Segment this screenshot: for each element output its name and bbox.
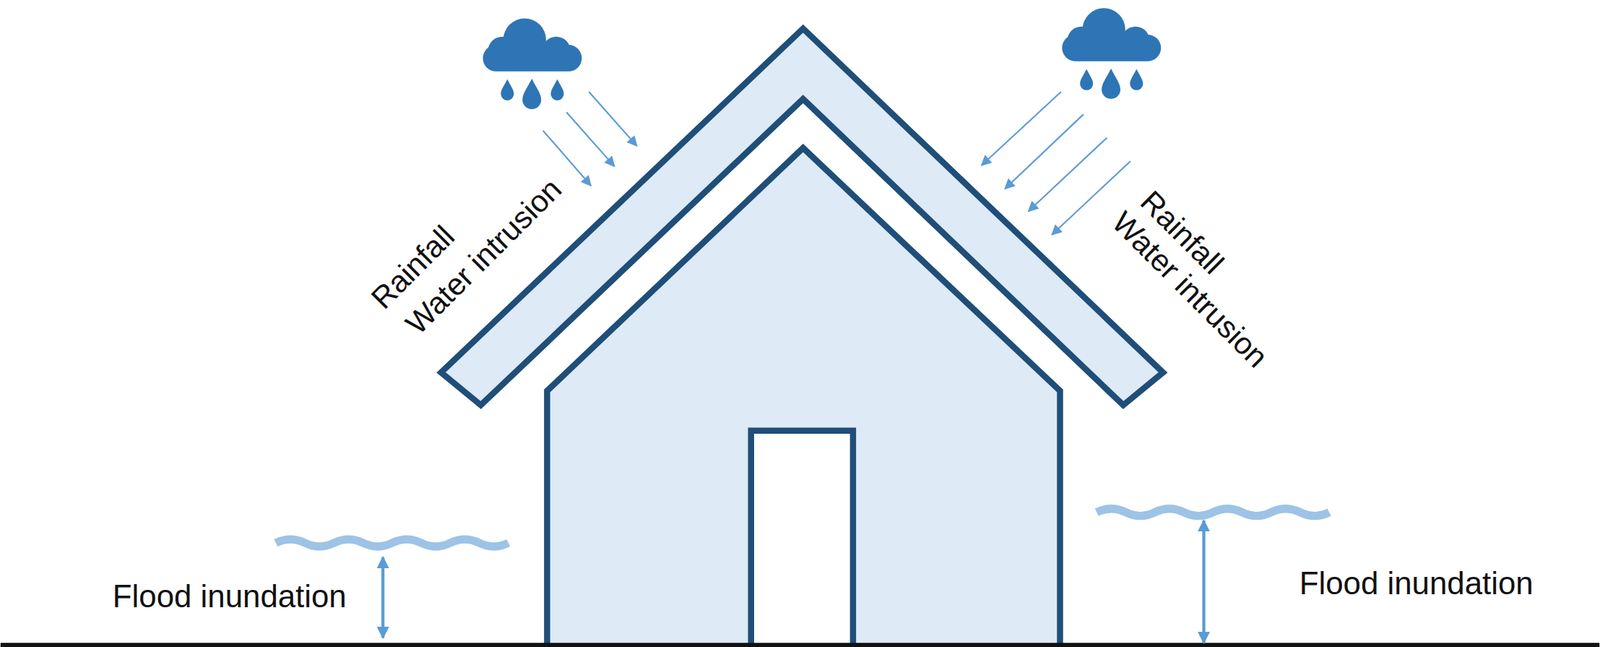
- rain-drops: [1079, 68, 1143, 99]
- flood-inundation-label: Flood inundation: [1299, 567, 1534, 599]
- door: [751, 430, 854, 645]
- rain-drops: [500, 78, 564, 110]
- flood-water-wave: [1096, 508, 1330, 516]
- rain-cloud: [482, 18, 582, 71]
- ground-line: [0, 642, 1600, 647]
- roof: [441, 28, 1163, 406]
- flood-water-wave: [275, 538, 509, 547]
- flood-depth-arrow: [1201, 520, 1205, 643]
- rain-arrows: [543, 91, 638, 186]
- rain-arrows: [981, 91, 1131, 235]
- flood-depth-arrow: [381, 556, 385, 638]
- flood-inundation-label: Flood inundation: [112, 580, 347, 612]
- rain-cloud: [1061, 7, 1161, 61]
